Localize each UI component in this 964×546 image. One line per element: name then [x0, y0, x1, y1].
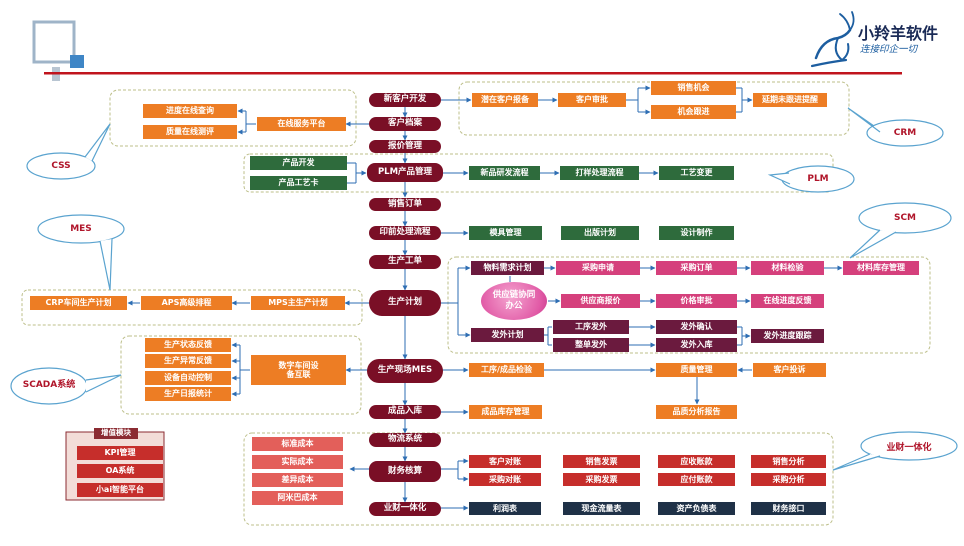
main-step-plm[interactable]: PLM产品管理 [367, 163, 443, 182]
css-online-service-platform[interactable]: 在线服务平台 [257, 117, 346, 131]
warehouse-finished-goods[interactable]: 成品库存管理 [469, 405, 542, 419]
scm-supplier-quote[interactable]: 供应商报价 [561, 294, 640, 308]
finance-sales-invoice[interactable]: 销售发票 [563, 455, 640, 468]
main-step-work-order[interactable]: 生产工单 [369, 255, 441, 269]
quality-customer-complaint[interactable]: 客户投诉 [753, 363, 826, 377]
callout-plm: PLM [807, 174, 829, 184]
finance-actual-cost[interactable]: 实际成本 [252, 455, 343, 469]
mes-aps-scheduling[interactable]: APS高级排程 [141, 296, 232, 310]
callouts [10, 107, 958, 471]
prepress-mold-management[interactable]: 模具管理 [469, 226, 542, 240]
finance-cash-flow[interactable]: 现金流量表 [563, 502, 640, 515]
finance-payables[interactable]: 应付账款 [658, 473, 735, 486]
callout-crm: CRM [893, 128, 917, 138]
main-step-stock-in[interactable]: 成品入库 [369, 405, 441, 419]
scada-status-feedback[interactable]: 生产状态反馈 [145, 338, 231, 352]
main-step-logistics[interactable]: 物流系统 [369, 433, 441, 447]
value-module-ai-platform[interactable]: 小ai智能平台 [77, 483, 163, 497]
brand-slogan: 连接印企一切 [860, 44, 918, 55]
main-step-finance[interactable]: 财务核算 [369, 461, 441, 482]
css-progress-query[interactable]: 进度在线查询 [143, 104, 237, 118]
scada-device-control[interactable]: 设备自动控制 [145, 371, 231, 385]
prepress-design[interactable]: 设计制作 [659, 226, 734, 240]
finance-purchase-reconcile[interactable]: 采购对账 [469, 473, 541, 486]
scada-daily-report[interactable]: 生产日报统计 [145, 387, 231, 401]
finance-income-statement[interactable]: 利润表 [469, 502, 541, 515]
scm-supply-chain-office-label: 供应链协同办公 [492, 290, 536, 311]
callout-business-finance: 业财一体化 [886, 442, 932, 453]
mes-mps-plan[interactable]: MPS主生产计划 [251, 296, 345, 310]
finance-balance-sheet[interactable]: 资产负债表 [658, 502, 735, 515]
finance-purchase-analysis[interactable]: 采购分析 [751, 473, 826, 486]
mes-crp-plan[interactable]: CRP车间生产计划 [30, 296, 127, 310]
scm-outsource-plan[interactable]: 发外计划 [471, 328, 544, 342]
main-step-customer-file[interactable]: 客户档案 [369, 117, 441, 131]
quality-analysis-report[interactable]: 品质分析报告 [656, 405, 737, 419]
finance-variance-cost[interactable]: 差异成本 [252, 473, 343, 487]
plm-process-card[interactable]: 产品工艺卡 [250, 176, 347, 190]
callout-css: CSS [51, 161, 71, 171]
value-module-kpi[interactable]: KPI管理 [77, 446, 163, 460]
finance-interface[interactable]: 财务接口 [751, 502, 826, 515]
main-step-sales-order[interactable]: 销售订单 [369, 198, 441, 211]
plm-proofing-flow[interactable]: 打样处理流程 [560, 166, 639, 180]
group-frames [21, 81, 931, 526]
scm-process-outsource[interactable]: 工序发外 [553, 320, 629, 334]
main-step-mes[interactable]: 生产现场MES [367, 359, 443, 383]
main-step-business-finance[interactable]: 业财一体化 [369, 502, 441, 516]
brand-name: 小羚羊软件 [858, 24, 939, 43]
finance-receivables[interactable]: 应收账款 [658, 455, 735, 468]
value-module-title: 增值模块 [94, 428, 138, 439]
logo-deer-icon [810, 11, 855, 68]
finance-standard-cost[interactable]: 标准成本 [252, 437, 343, 451]
main-step-prepress[interactable]: 印前处理流程 [369, 226, 441, 240]
scm-purchase-order[interactable]: 采购订单 [656, 261, 737, 275]
plm-new-product-flow[interactable]: 新品研发流程 [469, 166, 540, 180]
scm-price-approval[interactable]: 价格审批 [656, 294, 737, 308]
main-step-quotation[interactable]: 报价管理 [369, 140, 441, 153]
connectors [127, 85, 843, 511]
finance-purchase-invoice[interactable]: 采购发票 [563, 473, 640, 486]
finance-amoeba-cost[interactable]: 阿米巴成本 [252, 491, 343, 505]
main-step-production-plan[interactable]: 生产计划 [369, 290, 441, 316]
crm-opportunity-follow[interactable]: 机会跟进 [651, 105, 736, 119]
scm-outsource-tracking[interactable]: 发外进度跟踪 [751, 329, 824, 343]
quality-management[interactable]: 质量管理 [656, 363, 737, 377]
callout-scada: SCADA系统 [22, 380, 76, 391]
crm-lead-report[interactable]: 潜在客户报备 [472, 93, 538, 107]
finance-sales-analysis[interactable]: 销售分析 [751, 455, 826, 468]
prepress-plate-plan[interactable]: 出版计划 [561, 226, 639, 240]
scada-exception-feedback[interactable]: 生产异常反馈 [145, 354, 231, 368]
callout-mes: MES [70, 224, 92, 234]
scm-supply-chain-office[interactable]: 供应链协同办公 [481, 282, 547, 320]
plm-product-development[interactable]: 产品开发 [250, 156, 347, 170]
crm-customer-approval[interactable]: 客户审批 [558, 93, 626, 107]
finance-customer-reconcile[interactable]: 客户对账 [469, 455, 541, 468]
scada-digital-workshop[interactable]: 数字车间设备互联 [251, 355, 346, 385]
scm-outsource-stock-in[interactable]: 发外入库 [656, 338, 737, 352]
scm-outsource-confirm[interactable]: 发外确认 [656, 320, 737, 334]
css-quality-rating[interactable]: 质量在线测评 [143, 125, 237, 139]
scm-material-plan[interactable]: 物料需求计划 [471, 261, 544, 275]
scm-purchase-request[interactable]: 采购申请 [556, 261, 640, 275]
quality-process-inspection[interactable]: 工序/成品检验 [469, 363, 544, 377]
main-step-new-customer[interactable]: 新客户开发 [369, 93, 441, 107]
crm-overdue-reminder[interactable]: 延期未跟进提醒 [753, 93, 827, 107]
scada-digital-workshop-label: 数字车间设备互联 [278, 360, 319, 379]
callout-scm: SCM [893, 213, 917, 223]
header-decoration [32, 20, 902, 81]
scm-online-progress[interactable]: 在线进度反馈 [751, 294, 824, 308]
scm-material-inventory[interactable]: 材料库存管理 [843, 261, 919, 275]
scm-order-outsource[interactable]: 整单发外 [553, 338, 629, 352]
scm-material-inspection[interactable]: 材料检验 [751, 261, 824, 275]
crm-sales-opportunity[interactable]: 销售机会 [651, 81, 736, 95]
plm-process-change[interactable]: 工艺变更 [659, 166, 734, 180]
value-module-oa[interactable]: OA系统 [77, 464, 163, 478]
